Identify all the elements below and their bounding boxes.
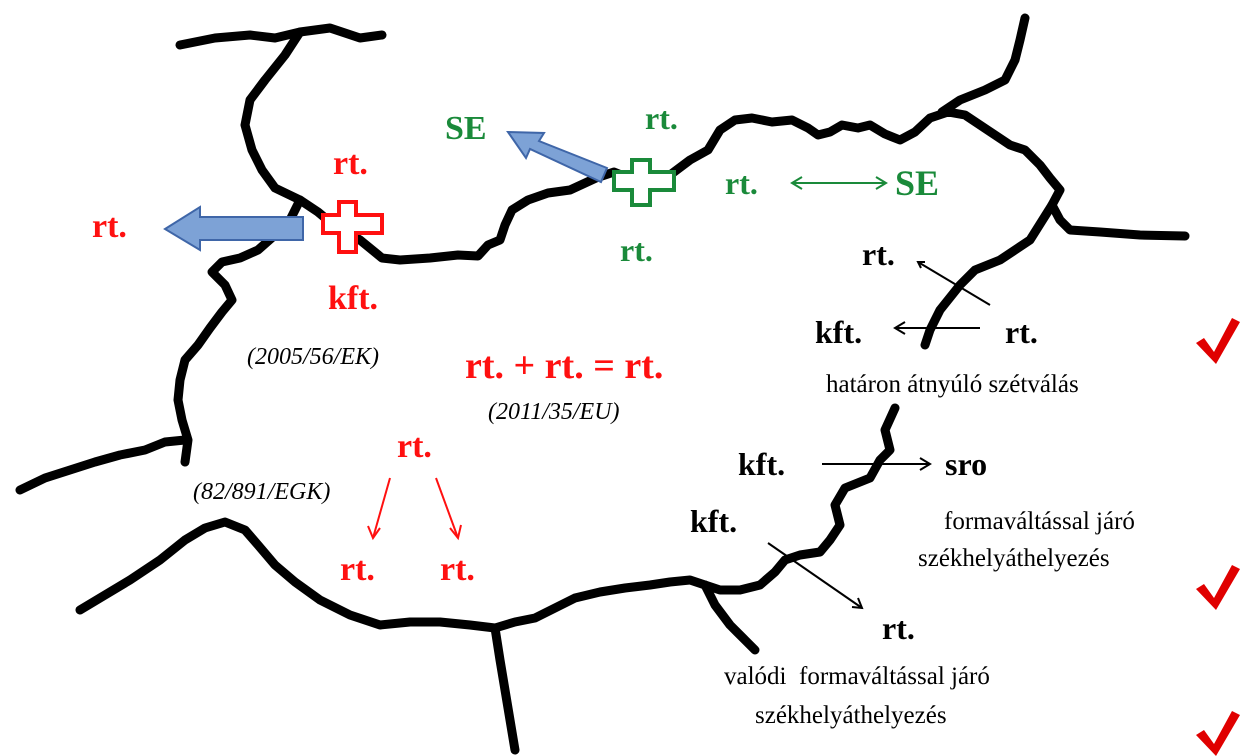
border-line-south-river xyxy=(490,623,520,755)
division-right-label: rt. xyxy=(440,551,475,588)
division-left-target-label: kft. xyxy=(815,314,863,350)
checkmark-icon xyxy=(1196,318,1240,364)
division-left-arrow-icon xyxy=(893,321,980,335)
border-line-northwest xyxy=(175,23,387,50)
west-top-label: rt. xyxy=(333,145,368,182)
west-arrow-icon xyxy=(163,205,304,252)
border-line-southwest xyxy=(15,435,190,495)
real-seat-transfer-caption-1: valódi formaváltással járó xyxy=(724,663,990,690)
green-double-arrow-icon xyxy=(790,176,888,190)
real-seat-transfer-arrow-icon xyxy=(767,542,864,610)
west-bottom-label: kft. xyxy=(328,280,379,317)
checkmark-icon xyxy=(1196,711,1240,756)
domestic-merger-directive-label: (2011/35/EU) xyxy=(488,399,620,425)
seat-transfer-to-label: sro xyxy=(945,446,988,482)
west-result-label: rt. xyxy=(92,208,127,245)
division-directive-label: (82/891/EGK) xyxy=(193,479,331,505)
seat-transfer-arrow-icon xyxy=(822,457,932,471)
seat-transfer-caption-1: formaváltással járó xyxy=(944,508,1135,535)
domestic-merger-label: rt. + rt. = rt. xyxy=(465,345,664,387)
division-up-arrow-icon xyxy=(916,261,991,306)
border-line-north xyxy=(240,27,335,227)
border-line-northern xyxy=(325,107,1190,265)
real-seat-transfer-caption-2: székhelyáthelyezés xyxy=(755,702,947,729)
cross-border-division-caption: határon átnyúló szétválás xyxy=(826,371,1079,398)
se-target-label: SE xyxy=(445,110,487,147)
real-seat-transfer-to-label: rt. xyxy=(882,610,915,646)
division-source-label: rt. xyxy=(397,428,432,465)
se-conversion-left-label: rt. xyxy=(725,165,758,201)
border-line-east xyxy=(920,200,1057,350)
border-line-southeast xyxy=(700,403,900,595)
border-line-southeast-river xyxy=(700,580,760,655)
border-line-northeast xyxy=(937,13,1030,117)
border-line-south xyxy=(75,517,710,633)
green-plus-icon xyxy=(612,158,676,207)
seat-transfer-caption-2: székhelyáthelyezés xyxy=(918,545,1110,572)
division-source-cb-label: rt. xyxy=(1005,314,1038,350)
north-arrow-icon xyxy=(506,130,609,184)
north-bottom-label: rt. xyxy=(620,232,653,268)
real-seat-transfer-from-label: kft. xyxy=(690,503,738,539)
border-line-west xyxy=(173,195,305,467)
division-arrows-icon xyxy=(367,477,462,541)
red-plus-icon xyxy=(321,200,384,254)
seat-transfer-from-label: kft. xyxy=(738,446,786,482)
division-top-label: rt. xyxy=(862,236,895,272)
division-left-label: rt. xyxy=(340,551,375,588)
se-conversion-right-label: SE xyxy=(895,163,940,203)
north-top-label: rt. xyxy=(645,100,678,136)
checkmark-icon xyxy=(1196,565,1240,610)
merger-directive-label: (2005/56/EK) xyxy=(247,344,379,370)
